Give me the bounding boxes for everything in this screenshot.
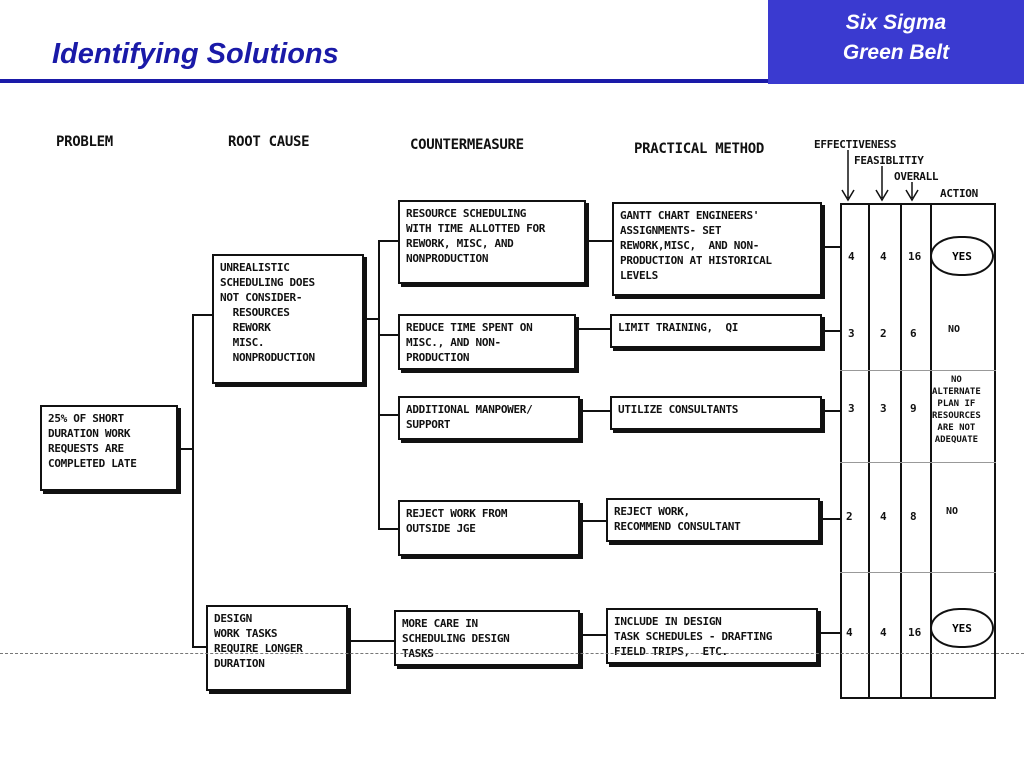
countermeasure-box: MORE CARE IN SCHEDULING DESIGN TASKS (394, 610, 580, 666)
action-cloud: YES (930, 236, 994, 276)
action-cloud: YES (930, 608, 994, 648)
connector (586, 240, 612, 242)
header-feasibility: FEASIBLITIY (854, 154, 924, 167)
action-no: NO (946, 506, 959, 517)
connector (580, 410, 610, 412)
connector (822, 246, 840, 248)
slide-title: Identifying Solutions (52, 38, 339, 70)
brand-line-1: Six Sigma (845, 11, 947, 34)
connector (822, 410, 840, 412)
score-table-bottom (840, 697, 996, 699)
header-effectiveness: EFFECTIVENESS (814, 138, 897, 151)
score-table-top (840, 203, 996, 205)
score-row-divider (840, 462, 996, 463)
overall-score: 8 (910, 510, 917, 523)
header-root-cause: ROOT CAUSE (228, 134, 310, 150)
header-action: ACTION (940, 187, 978, 200)
connector (822, 330, 840, 332)
connector (576, 328, 610, 330)
overall-score: 6 (910, 327, 917, 340)
action-no: NO (948, 324, 961, 335)
action-yes: YES (952, 249, 972, 263)
feasibility-column (868, 203, 902, 699)
connector (378, 414, 398, 416)
score-row-divider (840, 572, 996, 573)
connector (820, 518, 840, 520)
action-column (930, 203, 996, 699)
connector (580, 520, 606, 522)
root-cause-box: DESIGN WORK TASKS REQUIRE LONGER DURATIO… (206, 605, 348, 691)
feasibility-score: 2 (880, 327, 887, 340)
countermeasure-box: RESOURCE SCHEDULING WITH TIME ALLOTTED F… (398, 200, 586, 284)
connector (378, 240, 380, 530)
countermeasure-box: ADDITIONAL MANPOWER/ SUPPORT (398, 396, 580, 440)
countermeasure-box: REDUCE TIME SPENT ON MISC., AND NON- PRO… (398, 314, 576, 370)
countermeasure-box: REJECT WORK FROM OUTSIDE JGE (398, 500, 580, 556)
connector (178, 448, 192, 450)
method-box: REJECT WORK, RECOMMEND CONSULTANT (606, 498, 820, 542)
connector (364, 318, 378, 320)
feasibility-score: 3 (880, 402, 887, 415)
score-row-divider (840, 370, 996, 371)
effectiveness-score: 2 (846, 510, 853, 523)
effectiveness-score: 3 (848, 327, 855, 340)
effectiveness-score: 3 (848, 402, 855, 415)
connector (192, 646, 206, 648)
feasibility-score: 4 (880, 510, 887, 523)
effectiveness-score: 4 (848, 250, 855, 263)
method-box: LIMIT TRAINING, QI (610, 314, 822, 348)
method-box: INCLUDE IN DESIGN TASK SCHEDULES - DRAFT… (606, 608, 818, 664)
header-overall: OVERALL (894, 170, 939, 183)
connector (192, 314, 212, 316)
method-box: UTILIZE CONSULTANTS (610, 396, 822, 430)
effectiveness-column (840, 203, 870, 699)
connector (348, 640, 394, 642)
connector (378, 334, 398, 336)
action-alternate-plan: NO ALTERNATE PLAN IF RESOURCES ARE NOT A… (932, 375, 981, 445)
brand-box: Six Sigma Green Belt (768, 0, 1024, 84)
overall-score: 16 (908, 626, 922, 639)
action-yes: YES (952, 621, 972, 635)
header-arrows (841, 150, 919, 202)
scan-line (0, 653, 1024, 654)
feasibility-score: 4 (880, 250, 887, 263)
connector (378, 528, 398, 530)
brand-line-2: Green Belt (842, 41, 950, 64)
header-practical-method: PRACTICAL METHOD (634, 141, 765, 157)
effectiveness-score: 4 (846, 626, 853, 639)
header-problem: PROBLEM (56, 134, 113, 150)
problem-box: 25% OF SHORT DURATION WORK REQUESTS ARE … (40, 405, 178, 491)
header-countermeasure: COUNTERMEASURE (410, 137, 524, 153)
connector (192, 314, 194, 648)
connector (580, 634, 606, 636)
overall-score: 9 (910, 402, 917, 415)
overall-column (900, 203, 932, 699)
root-cause-box: UNREALISTIC SCHEDULING DOES NOT CONSIDER… (212, 254, 364, 384)
overall-score: 16 (908, 250, 922, 263)
connector (378, 240, 398, 242)
feasibility-score: 4 (880, 626, 887, 639)
connector (818, 632, 840, 634)
method-box: GANTT CHART ENGINEERS' ASSIGNMENTS- SET … (612, 202, 822, 296)
title-rule (0, 79, 768, 83)
